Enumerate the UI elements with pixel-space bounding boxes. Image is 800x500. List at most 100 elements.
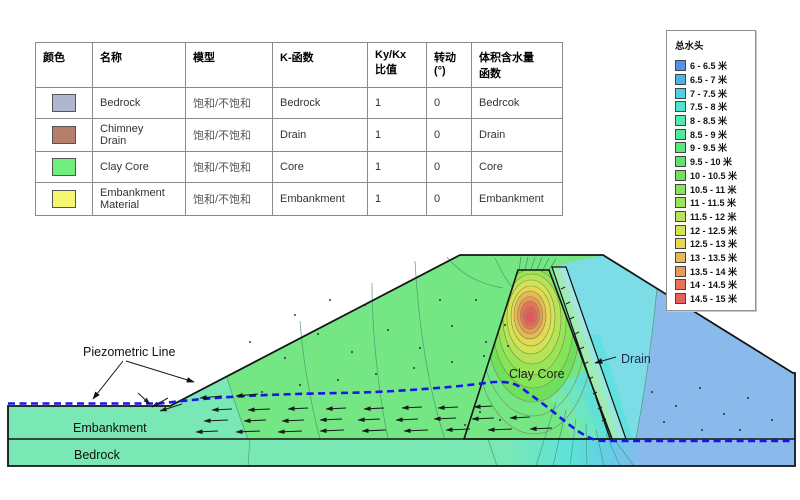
- material-row-bedrock: Bedrock 饱和/不饱和 Bedrock 1 0 Bedrcok: [35, 87, 563, 119]
- material-model: 饱和/不饱和: [185, 118, 273, 152]
- legend-label: 6 - 6.5 米: [690, 61, 728, 72]
- legend-item: 6.5 - 7 米: [675, 73, 749, 87]
- material-name: Chimney Drain: [92, 118, 186, 152]
- material-model: 饱和/不饱和: [185, 151, 273, 183]
- legend-title: 总水头: [675, 41, 704, 52]
- legend-swatch: [675, 279, 686, 291]
- legend-item: 10.5 - 11 米: [675, 182, 749, 196]
- legend-item: 14 - 14.5 米: [675, 278, 749, 292]
- material-k-function: Core: [272, 151, 368, 183]
- clay-core-label: Clay Core: [509, 367, 565, 381]
- legend-item: 13 - 13.5 米: [675, 251, 749, 265]
- piezometric-line-label: Piezometric Line: [83, 345, 175, 359]
- color-swatch: [52, 158, 76, 176]
- legend-label: 10 - 10.5 米: [690, 170, 738, 181]
- legend-item: 9.5 - 10 米: [675, 155, 749, 169]
- material-vwc: Embankment: [471, 182, 563, 216]
- legend-swatch: [675, 210, 686, 222]
- legend-label: 14 - 14.5 米: [690, 280, 738, 291]
- legend-swatch: [675, 224, 686, 236]
- total-head-legend: 总水头 6 - 6.5 米 6.5 - 7 米 7 - 7.5 米 7.5 - …: [666, 30, 756, 311]
- legend-label: 7 - 7.5 米: [690, 88, 728, 99]
- legend-item: 8 - 8.5 米: [675, 114, 749, 128]
- header-k-function: K-函数: [272, 42, 368, 88]
- embankment-label: Embankment: [73, 421, 147, 435]
- legend-item: 8.5 - 9 米: [675, 127, 749, 141]
- legend-item: 11.5 - 12 米: [675, 210, 749, 224]
- material-rotation: 0: [426, 182, 472, 216]
- header-vwc-function: 体积含水量 函数: [471, 42, 563, 88]
- legend-label: 6.5 - 7 米: [690, 75, 728, 86]
- legend-label: 14.5 - 15 米: [690, 294, 738, 305]
- material-k-function: Bedrock: [272, 87, 368, 119]
- table-header-row: 颜色 名称 模型 K-函数 Ky/Kx 比值 转动 (°) 体积含水量 函数: [35, 42, 563, 88]
- small-vector-dots: [248, 298, 774, 432]
- material-row-chimney-drain: Chimney Drain 饱和/不饱和 Drain 1 0 Drain: [35, 118, 563, 152]
- material-k-function: Embankment: [272, 182, 368, 216]
- legend-swatch: [675, 87, 686, 99]
- legend-label: 13.5 - 14 米: [690, 266, 738, 277]
- header-color: 颜色: [35, 42, 93, 88]
- legend-label: 8.5 - 9 米: [690, 129, 728, 140]
- legend-item: 12.5 - 13 米: [675, 237, 749, 251]
- legend-label: 9 - 9.5 米: [690, 143, 728, 154]
- legend-swatch: [675, 197, 686, 209]
- color-swatch: [52, 190, 76, 208]
- legend-swatch: [675, 183, 686, 195]
- crest-contour-lines: [518, 256, 557, 271]
- legend-item: 6 - 6.5 米: [675, 59, 749, 73]
- legend-item: 9 - 9.5 米: [675, 141, 749, 155]
- legend-swatch: [675, 293, 686, 305]
- legend-item: 12 - 12.5 米: [675, 223, 749, 237]
- legend-label: 11.5 - 12 米: [690, 211, 737, 222]
- legend-label: 7.5 - 8 米: [690, 102, 728, 113]
- legend-swatch: [675, 74, 686, 86]
- material-name: Bedrock: [92, 87, 186, 119]
- legend-item: 7 - 7.5 米: [675, 86, 749, 100]
- legend-label: 11 - 11.5 米: [690, 198, 737, 209]
- piezometric-line: [8, 380, 795, 443]
- legend-label: 10.5 - 11 米: [690, 184, 737, 195]
- header-kykx-ratio: Ky/Kx 比值: [367, 42, 427, 88]
- legend-swatch: [675, 265, 686, 277]
- material-vwc: Drain: [471, 118, 563, 152]
- drain-label: Drain: [621, 352, 651, 366]
- legend-swatch: [675, 115, 686, 127]
- bedrock-layer: [8, 439, 795, 466]
- legend-swatch: [675, 169, 686, 181]
- material-rotation: 0: [426, 87, 472, 119]
- materials-table: 颜色 名称 模型 K-函数 Ky/Kx 比值 转动 (°) 体积含水量 函数 B…: [35, 42, 563, 216]
- legend-item: 13.5 - 14 米: [675, 264, 749, 278]
- legend-item: 7.5 - 8 米: [675, 100, 749, 114]
- legend-label: 9.5 - 10 米: [690, 157, 733, 168]
- material-kykx: 1: [367, 118, 427, 152]
- legend-swatch: [675, 60, 686, 72]
- legend-label: 12.5 - 13 米: [690, 239, 738, 250]
- legend-swatch: [675, 251, 686, 263]
- material-k-function: Drain: [272, 118, 368, 152]
- legend-label: 12 - 12.5 米: [690, 225, 738, 236]
- legend-swatch: [675, 156, 686, 168]
- legend-item: 10 - 10.5 米: [675, 169, 749, 183]
- legend-swatch: [675, 128, 686, 140]
- legend-label: 8 - 8.5 米: [690, 116, 728, 127]
- flow-vector-arrows: [137, 392, 553, 435]
- legend-item: 11 - 11.5 米: [675, 196, 749, 210]
- header-name: 名称: [92, 42, 186, 88]
- material-rotation: 0: [426, 151, 472, 183]
- material-row-clay-core: Clay Core 饱和/不饱和 Core 1 0 Core: [35, 151, 563, 183]
- legend-swatch: [675, 101, 686, 113]
- clay-core-contours: [464, 270, 612, 439]
- material-vwc: Core: [471, 151, 563, 183]
- material-vwc: Bedrcok: [471, 87, 563, 119]
- legend-swatch: [675, 238, 686, 250]
- header-model: 模型: [185, 42, 273, 88]
- material-kykx: 1: [367, 87, 427, 119]
- material-row-embankment: Embankment Material 饱和/不饱和 Embankment 1 …: [35, 182, 563, 216]
- bedrock-label: Bedrock: [74, 448, 121, 462]
- color-swatch: [52, 126, 76, 144]
- label-leader-lines: [92, 356, 617, 400]
- color-swatch: [52, 94, 76, 112]
